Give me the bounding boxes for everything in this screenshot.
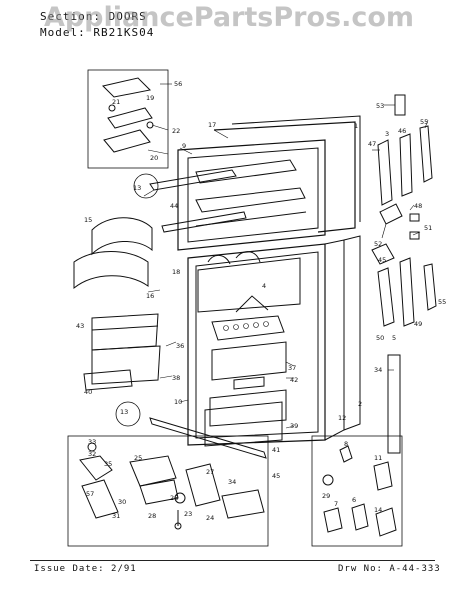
door-shelf-upper (211, 341, 287, 381)
egg-tray (211, 315, 285, 341)
part-label: 29 (322, 492, 330, 500)
door-trim-strip (387, 354, 401, 454)
butter-door-cover (73, 251, 149, 290)
bottom-door-shelf (204, 401, 283, 447)
fresh-food-door-liner (187, 243, 326, 446)
freezer-shelf-bar (149, 169, 237, 191)
part-label: 38 (172, 374, 180, 382)
part-label: 26 (170, 494, 178, 502)
part-label: 41 (272, 446, 280, 454)
part-label: 10 (174, 398, 182, 406)
part-label: 51 (424, 224, 432, 232)
freezer-door-liner (177, 139, 326, 251)
part-label: 19 (146, 94, 154, 102)
part-label: 42 (290, 376, 298, 384)
part-label: 31 (112, 512, 120, 520)
part-label: 13 (120, 408, 128, 416)
part-label: 28 (148, 512, 156, 520)
part-label: 57 (86, 490, 94, 498)
part-label: 47 (368, 140, 376, 148)
detail-callout-circle (115, 401, 141, 427)
part-label: 25 (134, 454, 142, 462)
part-label: 15 (84, 216, 92, 224)
part-label: 46 (398, 127, 406, 135)
dairy-door-cover (91, 217, 153, 256)
part-label: 20 (150, 154, 158, 162)
part-label: 7 (334, 500, 338, 508)
part-label: 55 (420, 118, 428, 126)
freezer-door-panel (213, 121, 356, 233)
gasket-loop (102, 77, 152, 98)
part-label: 33 (88, 438, 96, 446)
hinge-inset-box (87, 69, 169, 169)
door-bin-upper (91, 313, 159, 351)
part-number-labels: 56 21 19 22 20 17 1 9 53 3 46 55 47 13 4… (76, 80, 446, 522)
section-value: DOORS (108, 10, 147, 23)
part-label: 17 (208, 121, 216, 129)
part-label: 37 (288, 364, 296, 372)
part-label: 8 (344, 440, 348, 448)
part-label: 34 (374, 366, 382, 374)
part-label: 18 (172, 268, 180, 276)
part-label: 36 (176, 342, 184, 350)
hinge-cover (394, 94, 406, 116)
part-label: 3 (385, 130, 389, 138)
model-value: RB21KS04 (93, 26, 155, 39)
model-label: Model: (40, 26, 86, 39)
detail-callout-circle (133, 173, 159, 199)
part-label: 23 (184, 510, 192, 518)
part-label: 40 (84, 388, 92, 396)
part-label: 16 (146, 292, 154, 300)
part-label: 35 (104, 460, 112, 468)
door-shelf-lower (209, 389, 287, 427)
hinge-plate (221, 489, 265, 519)
part-label: 34 (228, 478, 236, 486)
part-label: 9 (182, 142, 186, 150)
part-label: 50 (376, 334, 384, 342)
part-label: 30 (118, 498, 126, 506)
watermark-logo: AppliancePartsPros.com (43, 2, 415, 33)
part-label: 13 (133, 184, 141, 192)
part-label: 24 (206, 514, 214, 522)
part-label: 53 (376, 102, 384, 110)
fresh-food-door-panel (343, 235, 361, 431)
part-label: 14 (374, 506, 382, 514)
part-label: 6 (352, 496, 356, 504)
part-label: 55 (438, 298, 446, 306)
part-label: 44 (170, 202, 178, 210)
part-label: 45 (272, 472, 280, 480)
part-label: 56 (174, 80, 182, 88)
footer-rule (30, 560, 435, 561)
part-label: 32 (88, 450, 96, 458)
breaker-strip (149, 417, 267, 459)
drawing-number: Drw No: A-44-333 (338, 564, 441, 574)
part-label: 4 (262, 282, 266, 290)
part-label: 27 (206, 468, 214, 476)
part-label: 39 (290, 422, 298, 430)
lower-hinge-inset-box (67, 435, 269, 547)
part-label: 52 (374, 240, 382, 248)
part-label: 1 (354, 122, 358, 130)
handle-inset-box (311, 435, 403, 547)
section-label: Section: (40, 10, 101, 23)
model-line: Model: RB21KS04 (40, 26, 154, 39)
part-label: 2 (358, 400, 362, 408)
part-label: 22 (172, 127, 180, 135)
part-label: 12 (338, 414, 346, 422)
part-label: 21 (112, 98, 120, 106)
part-label: 43 (76, 322, 84, 330)
part-label: 48 (414, 202, 422, 210)
part-label: 5 (392, 334, 396, 342)
door-bin-lower (91, 345, 161, 385)
part-label: 45 (378, 256, 386, 264)
part-label: 11 (374, 454, 382, 462)
section-line: Section: DOORS (40, 10, 147, 23)
issue-date: Issue Date: 2/91 (34, 564, 137, 574)
part-label: 49 (414, 320, 422, 328)
